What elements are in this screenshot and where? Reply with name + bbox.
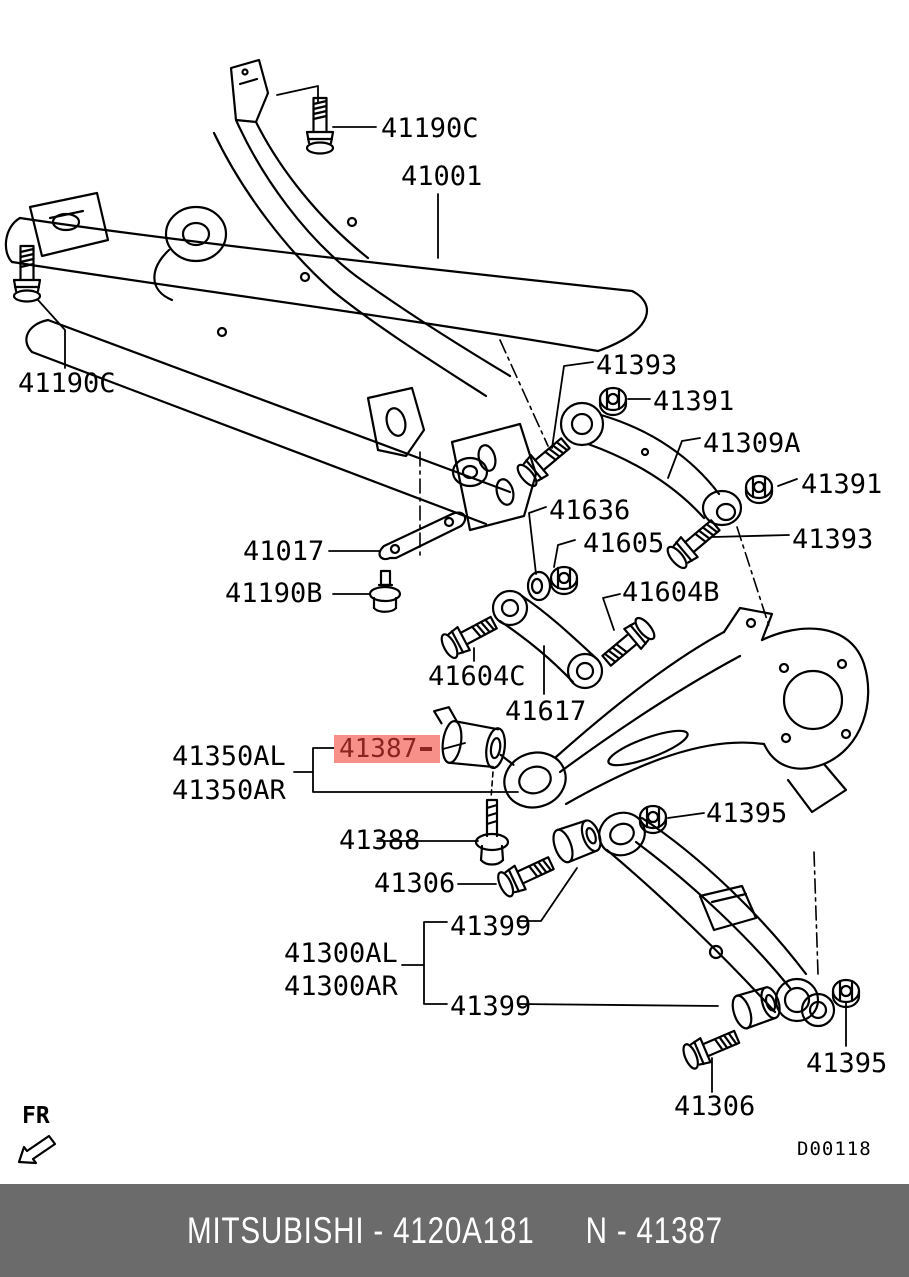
bolt-41306-upper-icon [494,850,558,900]
part-label-41309a: 41309A [703,428,801,459]
highlight-leader-dash [420,747,433,751]
part-label-41636: 41636 [549,495,631,526]
bushing-41399-rear-icon [728,982,785,1032]
lower-arm-drawing [548,811,836,1032]
part-label-41617: 41617 [505,696,587,727]
part-label-41017: 41017 [243,536,325,567]
part-label-41190c-top: 41190C [381,113,479,144]
part-label-41399-upper: 41399 [450,911,532,942]
fr-direction-label: FR [22,1103,50,1129]
projection-dash [490,771,494,799]
part-label-41190c-left: 41190C [18,368,116,399]
crossmember-41001-drawing [4,58,648,532]
washer-41636-icon [526,570,552,602]
bolt-41393-upper-icon [513,432,575,491]
part-label-41387-highlight[interactable]: 41387 [334,735,440,763]
bolt-41604c-icon [437,610,501,662]
leader-lines [37,85,847,1093]
part-label-41604b: 41604B [622,577,720,608]
part-label-41306-upper: 41306 [374,868,456,899]
part-label-41395-upper: 41395 [706,798,788,829]
part-label-41393-right: 41393 [792,524,874,555]
part-label-41605: 41605 [583,528,665,559]
part-label-41190b: 41190B [225,578,323,609]
bushing-41387-drawing [433,706,515,770]
bolt-41190c-top-icon [305,96,335,155]
fr-direction-arrow-icon [17,1134,57,1165]
drawing-code: D00118 [797,1138,872,1160]
part-label-41300al: 41300AL [284,938,398,969]
centerlines [419,339,819,975]
part-label-41391-right: 41391 [801,469,883,500]
trailing-arm-drawing [503,606,870,814]
footer-reference: N - 41387 [585,1210,723,1251]
footer-bar: MITSUBISHI - 4120A181 N - 41387 [0,1184,909,1277]
part-label-41300ar: 41300AR [284,971,398,1002]
part-label-41393-upper: 41393 [596,350,678,381]
part-label-41001: 41001 [401,161,483,192]
bolt-41604b-icon [597,613,659,672]
part-label-41399-lower: 41399 [450,991,532,1022]
part-label-41306-lower: 41306 [674,1091,756,1122]
part-label-41604c: 41604C [428,661,526,692]
nut-41391-right-icon [744,474,774,505]
highlighted-part-number: 41387 [339,734,418,764]
footer-brand-part: MITSUBISHI - 4120A181 [186,1210,535,1251]
bushing-41399-front-icon [548,815,606,866]
part-label-41391-upper: 41391 [653,386,735,417]
bolt-41388-icon [474,798,510,866]
nut-41605-icon [549,565,579,596]
bolt-41190c-left-icon [12,244,42,303]
part-label-41388: 41388 [339,825,421,856]
part-label-41395-lower: 41395 [806,1048,888,1079]
stay-41017-drawing [378,511,467,561]
part-label-41350al: 41350AL [172,741,286,772]
link-41617-drawing [491,589,604,690]
nut-41391-upper-icon [598,386,628,417]
upper-arm-41309a-drawing [559,401,743,527]
part-label-41350ar: 41350AR [172,775,286,806]
bolt-41190b-icon [368,569,402,613]
bolt-41393-right-icon [663,514,725,573]
